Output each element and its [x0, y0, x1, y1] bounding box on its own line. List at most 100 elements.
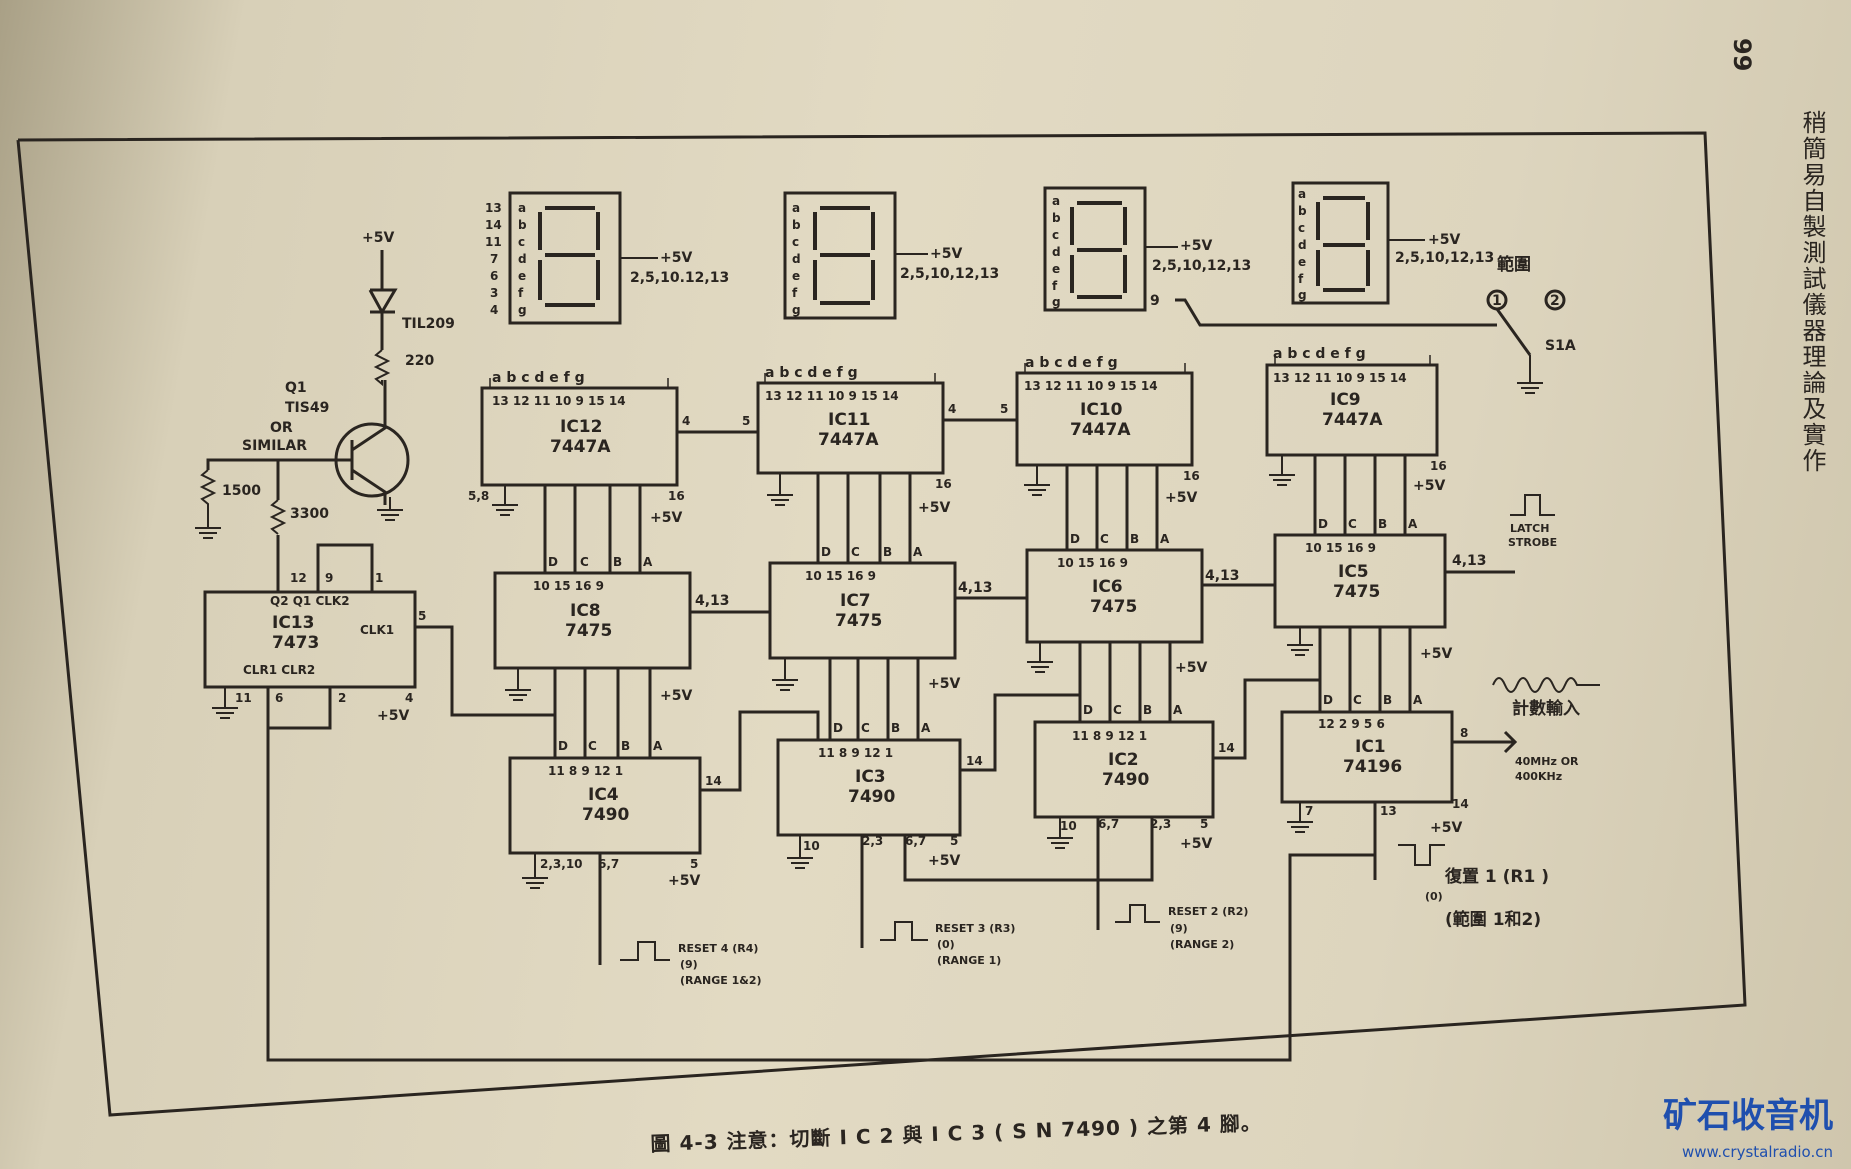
disp1-pin-4: 4 — [490, 303, 498, 317]
bus-413-4: 4,13 — [1452, 553, 1487, 569]
ic5-top-pins: 10 15 16 9 — [1305, 541, 1376, 555]
ic1-box — [1280, 710, 1454, 804]
disp1-seg-e: e — [518, 269, 526, 283]
led-supply: +5V — [362, 230, 394, 246]
ic1-name: IC1 — [1355, 737, 1386, 757]
disp4-seg-f: f — [1298, 272, 1304, 286]
ic12-name: IC12 — [560, 417, 602, 437]
ic4-type: 7490 — [582, 805, 629, 825]
decoder-latch-wires — [543, 455, 1407, 573]
strobe-label: STROBE — [1508, 536, 1557, 549]
ic12-pins-58: 5,8 — [468, 489, 489, 503]
ic3-box — [776, 738, 962, 837]
resistor-220 — [373, 349, 391, 387]
range-switch-pos2 — [1544, 289, 1566, 311]
base-wiring — [206, 458, 330, 592]
ic2-box — [1033, 720, 1215, 819]
ic1-pin13: 13 — [1380, 804, 1397, 818]
latch-pulse-icon — [1510, 494, 1555, 516]
disp3-seg-f: f — [1052, 279, 1058, 293]
disp1-seg-b: b — [518, 218, 527, 232]
disp3-seg-c: c — [1052, 228, 1059, 242]
disp1-pin-13: 13 — [485, 201, 502, 215]
ic1-dcba-b: B — [1383, 693, 1392, 707]
ic3-pin10: 10 — [803, 839, 820, 853]
disp4-seg-d: d — [1298, 238, 1307, 252]
latch-label: LATCH — [1510, 522, 1549, 535]
reset3-pulse-icon — [880, 921, 928, 941]
reset2-line2: (9) — [1170, 922, 1188, 935]
ic6-type: 7475 — [1090, 597, 1137, 617]
ic2-pins-67: 6,7 — [1098, 817, 1119, 831]
chapter-title: 稍簡易自製測試儀器理論及實作 — [1798, 110, 1826, 474]
disp1-pin-3: 3 — [490, 286, 498, 300]
ic10-pin5: 5 — [1000, 402, 1008, 416]
ic12-seg-header: a b c d e f g — [492, 370, 585, 386]
disp1-seg-f: f — [518, 286, 524, 300]
ic3-supply: +5V — [928, 853, 960, 869]
ic8-dcba-d: D — [548, 555, 558, 569]
ic13-pin5: 5 — [418, 609, 426, 623]
ic1-type: 74196 — [1343, 757, 1402, 777]
ic9-name: IC9 — [1330, 390, 1361, 410]
frame-border — [16, 131, 1747, 1117]
ic10-seg-header: a b c d e f g — [1025, 355, 1118, 371]
ic12-type: 7447A — [550, 437, 611, 457]
disp3-seg-e: e — [1052, 262, 1060, 276]
ic3-pins-67: 6,7 — [905, 834, 926, 848]
ic4-pin5: 5 — [690, 857, 698, 871]
resistor-1500-label: 1500 — [222, 483, 261, 499]
ic5-box — [1273, 533, 1447, 629]
ripple-wires — [677, 418, 1017, 434]
disp2-seg-e: e — [792, 269, 800, 283]
ic13-feedback — [316, 543, 374, 592]
ic5-dcba-b: B — [1378, 517, 1387, 531]
range-switch-pos1-label: 1 — [1492, 293, 1502, 309]
disp3-seg-b: b — [1052, 211, 1061, 225]
ic1-pin8: 8 — [1460, 726, 1468, 740]
disp4-seg-e: e — [1298, 255, 1306, 269]
ic7-dcba-a: A — [913, 545, 923, 559]
ic1-top-pins: 12 2 9 5 6 — [1318, 717, 1385, 731]
ic13-type: 7473 — [272, 633, 319, 653]
ic13-pin6: 6 — [275, 691, 283, 705]
ic10-supply: +5V — [1165, 490, 1197, 506]
reset3-line3: (RANGE 1) — [937, 954, 1001, 967]
ic13-pin9: 9 — [325, 571, 333, 585]
strobe-bus — [690, 570, 1515, 614]
ic6-box — [1025, 548, 1204, 644]
ic9-seg-header: a b c d e f g — [1273, 346, 1366, 362]
ic12-pin4: 4 — [682, 414, 690, 428]
disp1-pin-6: 6 — [490, 269, 498, 283]
range-switch-name: S1A — [1545, 338, 1576, 354]
ic5-dcba-a: A — [1408, 517, 1418, 531]
transistor-similar: SIMILAR — [242, 438, 307, 454]
ic9-pin16: 16 — [1430, 459, 1447, 473]
counter-cascade — [700, 678, 1322, 792]
disp2-seg-c: c — [792, 235, 799, 249]
ic11-supply: +5V — [918, 500, 950, 516]
digit-3-glyph — [1070, 201, 1127, 299]
reset3-line1: RESET 3 (R3) — [935, 922, 1015, 935]
ic13-pin11: 11 — [235, 691, 252, 705]
resistor-220-label: 220 — [405, 353, 434, 369]
ic7-type: 7475 — [835, 611, 882, 631]
ic3-top-pins: 11 8 9 12 1 — [818, 746, 893, 760]
ic3-dcba-b: B — [891, 721, 900, 735]
display-2 — [783, 191, 897, 320]
ic3-pins-23: 2,3 — [862, 834, 883, 848]
ic12-pin16: 16 — [668, 489, 685, 503]
ic2-supply: +5V — [1180, 836, 1212, 852]
ic2-pin14: 14 — [1218, 741, 1235, 755]
ic4-pins-2310: 2,3,10 — [540, 857, 583, 871]
digit-2-glyph — [813, 206, 875, 305]
reset1-line3: (範圍 1和2) — [1445, 909, 1541, 930]
ic9-type: 7447A — [1322, 410, 1383, 430]
ic2-pin5: 5 — [1200, 817, 1208, 831]
ic2-name: IC2 — [1108, 750, 1139, 770]
ic13-clk1: CLK1 — [360, 623, 394, 637]
bus-413-1: 4,13 — [695, 593, 730, 609]
reset-wires — [598, 802, 1377, 965]
